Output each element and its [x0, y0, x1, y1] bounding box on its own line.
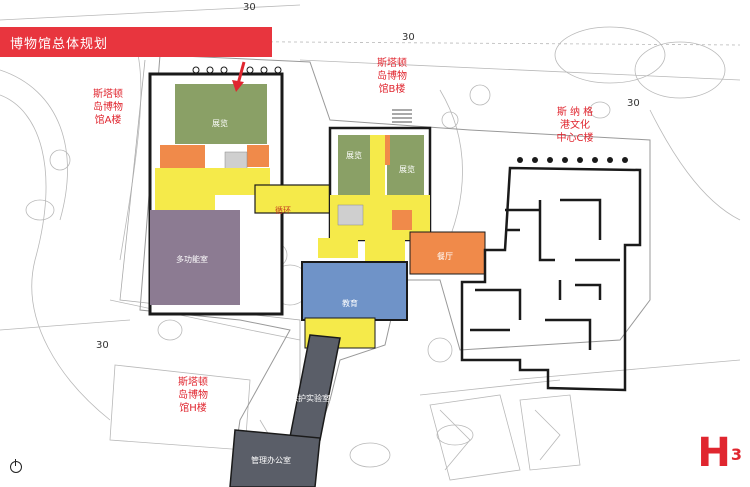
exhibit-room-a [175, 84, 267, 144]
conservation-lab [289, 334, 341, 441]
building-b-label: 斯塔顿 岛博物 馆B楼 [377, 58, 407, 95]
building-a-label: 斯塔顿 岛博物 馆A楼 [93, 89, 123, 126]
building-h-label: 斯塔顿 岛博物 馆H楼 [178, 377, 208, 414]
room-label-circulation: 循环 [275, 206, 291, 215]
room-label-education: 教育 [342, 299, 358, 308]
page-title: 博物馆总体规划 [10, 37, 109, 52]
multipurpose-room [150, 210, 240, 305]
contour-label: 30 [627, 98, 640, 109]
entrance-arrow [232, 61, 246, 92]
restaurant [409, 231, 486, 275]
building-c-outline [460, 166, 642, 392]
room-label-exhibit-b1: 展览 [346, 151, 362, 160]
room-label-multipurpose: 多功能室 [176, 255, 208, 264]
contour-label: 30 [402, 32, 415, 43]
room-label-admin-office: 管理办公室 [251, 456, 291, 465]
exhibit-room-b2 [387, 135, 424, 195]
circulation-corridor [254, 184, 341, 214]
room-label-conservation-lab: 保护实验室 [290, 394, 330, 403]
contour-label: 30 [96, 340, 109, 351]
room-label-exhibit-b2: 展览 [399, 165, 415, 174]
room-label-exhibit-a: 展览 [212, 119, 228, 128]
education-room [301, 261, 408, 321]
room-label-restaurant: 餐厅 [437, 252, 453, 261]
title-banner: 博物馆总体规划 [0, 27, 272, 57]
north-arrow-icon [10, 459, 22, 473]
contour-label: 30 [243, 2, 256, 13]
admin-office [229, 429, 321, 487]
exhibit-room-b1 [338, 135, 371, 195]
building-c-label: 斯 纳 格 港文化 中心C楼 [556, 107, 594, 144]
h3-logo: H3 [697, 430, 742, 476]
